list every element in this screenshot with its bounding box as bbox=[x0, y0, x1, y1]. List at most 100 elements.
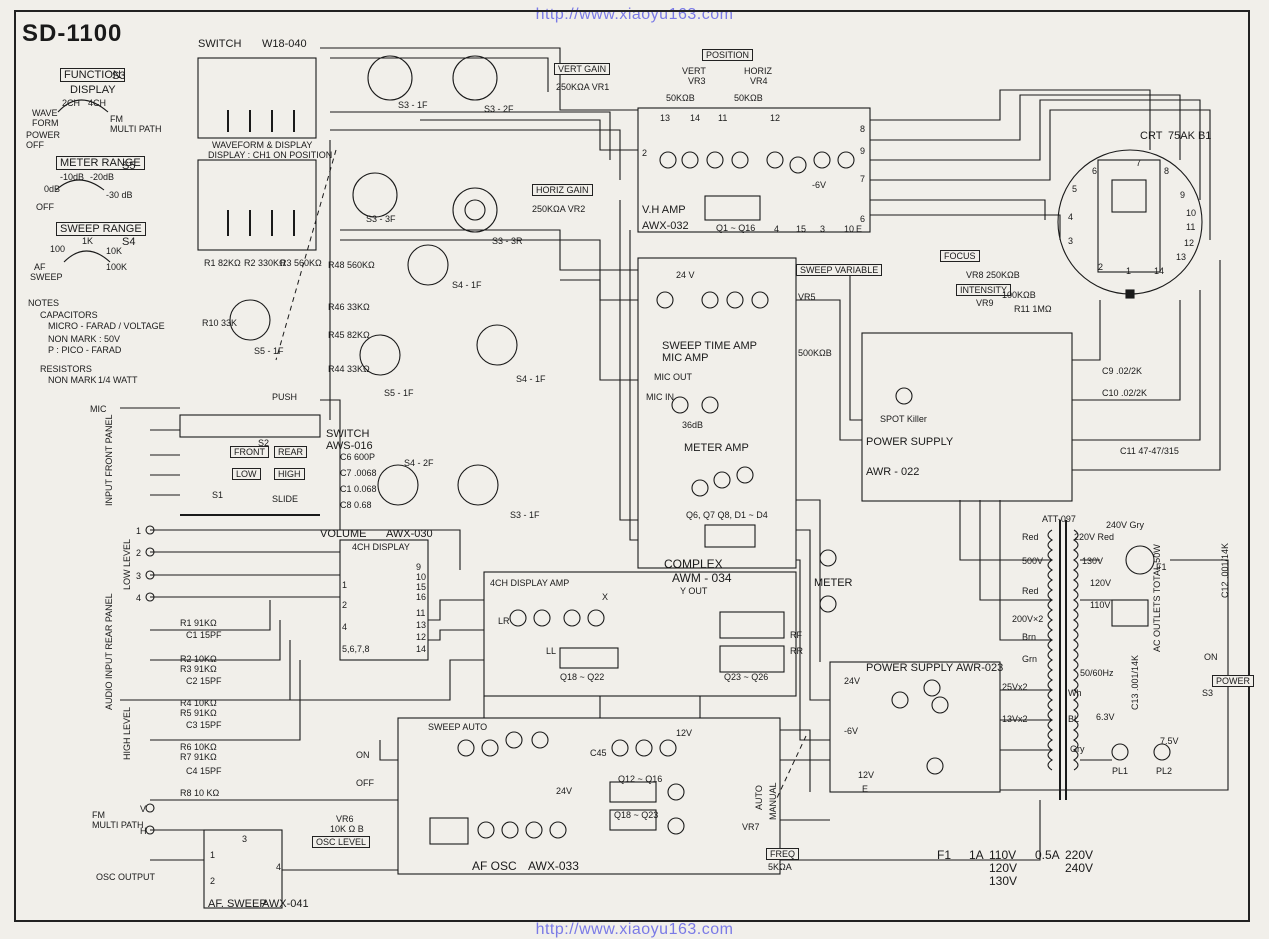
position-vr3: VR3 bbox=[688, 76, 706, 86]
position-50k-a: 50KΩB bbox=[666, 93, 695, 103]
tf-hz: 50/60Hz bbox=[1080, 668, 1114, 678]
aws-s2: S2 bbox=[258, 438, 270, 448]
complex-qd: Q6, Q7 Q8, D1 ~ D4 bbox=[686, 510, 768, 520]
crt-pin-8: 8 bbox=[1164, 166, 1170, 176]
fuse-05a: 0.5A bbox=[1035, 848, 1060, 862]
aws-slide: SLIDE bbox=[272, 494, 299, 504]
wafer-s4-1f-a: S4 - 1F bbox=[452, 280, 482, 290]
x-label: X bbox=[602, 592, 609, 602]
meter-range-ref: S5 bbox=[122, 160, 136, 172]
vr5-val: 500KΩB bbox=[798, 348, 832, 358]
wafer-s3-3r: S3 - 3R bbox=[492, 236, 523, 246]
crt-pin-11: 11 bbox=[1186, 222, 1196, 232]
osc-level: OSC LEVEL bbox=[312, 836, 371, 848]
vr6-val: 10K Ω B bbox=[330, 824, 364, 834]
vh-amp-code: AWX-032 bbox=[642, 220, 689, 232]
position-vr4: VR4 bbox=[750, 76, 768, 86]
freq-label: FREQ bbox=[766, 848, 800, 860]
r45-label: R45 82KΩ bbox=[328, 330, 370, 340]
jack-pin-2: 2 bbox=[136, 548, 142, 558]
vol-pin-9: 9 bbox=[416, 562, 422, 572]
aws-rear: REAR bbox=[274, 446, 308, 458]
r1-label: R1 82KΩ bbox=[204, 258, 241, 268]
r2-label: R2 330KΩ bbox=[244, 258, 286, 268]
af-sweep-name: AF. SWEEP bbox=[208, 898, 267, 910]
rear-r7: R7 91KΩ bbox=[180, 752, 217, 762]
vh-amp-minus6: -6V bbox=[812, 180, 827, 190]
meter-off: OFF bbox=[36, 202, 54, 212]
notes-cap: CAPACITORS bbox=[40, 310, 98, 320]
schematic-frame bbox=[14, 10, 1250, 922]
position-vert: VERT bbox=[682, 66, 706, 76]
af-q18: Q18 ~ Q23 bbox=[614, 810, 659, 820]
sweep-range-label: SWEEP RANGE bbox=[56, 222, 146, 236]
r48-label: R48 560KΩ bbox=[328, 260, 375, 270]
vr8-label: VR8 250KΩB bbox=[966, 270, 1020, 280]
vol-pin-13: 13 bbox=[416, 620, 427, 630]
fuse-130v: 130V bbox=[989, 874, 1018, 888]
rear-c4: C4 15PF bbox=[186, 766, 222, 776]
notes-head: NOTES bbox=[28, 298, 60, 308]
sweep-time-amp: SWEEP TIME AMP bbox=[662, 340, 757, 352]
position-label: POSITION bbox=[702, 49, 754, 61]
vh-pin-6: 6 bbox=[860, 214, 866, 224]
c1-label: C1 0.068 bbox=[340, 484, 377, 494]
function-off: OFF bbox=[26, 140, 44, 150]
vh-pin-2: 2 bbox=[642, 148, 648, 158]
power-switch-label: POWER bbox=[1212, 675, 1255, 687]
crt-pin-7: 7 bbox=[1136, 158, 1142, 168]
jack-pin-1: 1 bbox=[136, 526, 142, 536]
fuse-220v: 220V bbox=[1065, 848, 1094, 862]
notes-res1: NON MARK bbox=[48, 375, 97, 385]
vr2-label: 250KΩA VR2 bbox=[532, 204, 586, 214]
wafer-s5-1f-a: S5 - 1F bbox=[254, 346, 284, 356]
c11-label: C11 47-47/315 bbox=[1120, 446, 1179, 456]
af-sweep-code: AWX-041 bbox=[262, 898, 309, 910]
wafer-s4-2f: S4 - 2F bbox=[404, 458, 434, 468]
vr5-label: VR5 bbox=[798, 292, 816, 302]
aws-push: PUSH bbox=[272, 392, 298, 402]
af-q19: Q12 ~ Q16 bbox=[618, 774, 663, 784]
switch-w18-note2: DISPLAY : CH1 ON POSITION bbox=[208, 150, 333, 160]
input-front-label: INPUT FRONT PANEL bbox=[104, 414, 114, 506]
tf-75v: 7.5V bbox=[1160, 736, 1179, 746]
af-off: OFF bbox=[356, 778, 374, 788]
crt-pin-1: 1 bbox=[1126, 266, 1132, 276]
ps1-code: AWR - 022 bbox=[866, 466, 920, 478]
tf-pl1: PL1 bbox=[1112, 766, 1129, 776]
ac-outlets: AC OUTLETS TOTAL 50W bbox=[1152, 544, 1162, 652]
complex-name: COMPLEX bbox=[664, 557, 723, 571]
vh-pin-15: 15 bbox=[796, 224, 807, 234]
c10-label: C10 .02/2K bbox=[1102, 388, 1148, 398]
vol-pin-12: 12 bbox=[416, 632, 427, 642]
c7-label: C7 .0068 bbox=[340, 468, 377, 478]
tf-pl2: PL2 bbox=[1156, 766, 1173, 776]
crt-pin-12: 12 bbox=[1184, 238, 1195, 248]
sweep-af: AF bbox=[34, 262, 46, 272]
crt-pin-6: 6 bbox=[1092, 166, 1098, 176]
aws-code: AWS-016 bbox=[326, 440, 373, 452]
vr9-label: VR9 bbox=[976, 298, 994, 308]
crt-pin-9: 9 bbox=[1180, 190, 1186, 200]
af-sweep-pin-1: 1 bbox=[210, 850, 216, 860]
watermark-url-bottom[interactable]: http://www.xiaoyu163.com bbox=[535, 921, 734, 938]
af-osc-name: AF OSC bbox=[472, 859, 517, 873]
fuse-f1: F1 bbox=[937, 848, 952, 862]
function-2ch: 2CH bbox=[62, 98, 81, 108]
function-power: POWER bbox=[26, 130, 61, 140]
lr-label: LR bbox=[498, 616, 510, 626]
ps2-24v: 24V bbox=[844, 676, 861, 686]
vh-pin-7: 7 bbox=[860, 174, 866, 184]
rear-r1: R1 91KΩ bbox=[180, 618, 217, 628]
r10-label: R10 33K bbox=[202, 318, 238, 328]
ps2-13v: 13Vx2 bbox=[1002, 714, 1028, 724]
crt-pin-2: 2 bbox=[1098, 262, 1104, 272]
vr6-label: VR6 bbox=[336, 814, 354, 824]
fuse-120v: 120V bbox=[989, 861, 1018, 875]
vh-amp-name: V.H AMP bbox=[642, 204, 686, 216]
vh-pin-4: 4 bbox=[774, 224, 780, 234]
vol-pin-16: 16 bbox=[416, 592, 427, 602]
vol-pin-4: 4 bbox=[342, 622, 348, 632]
vh-pin-10: 10 bbox=[844, 224, 855, 234]
